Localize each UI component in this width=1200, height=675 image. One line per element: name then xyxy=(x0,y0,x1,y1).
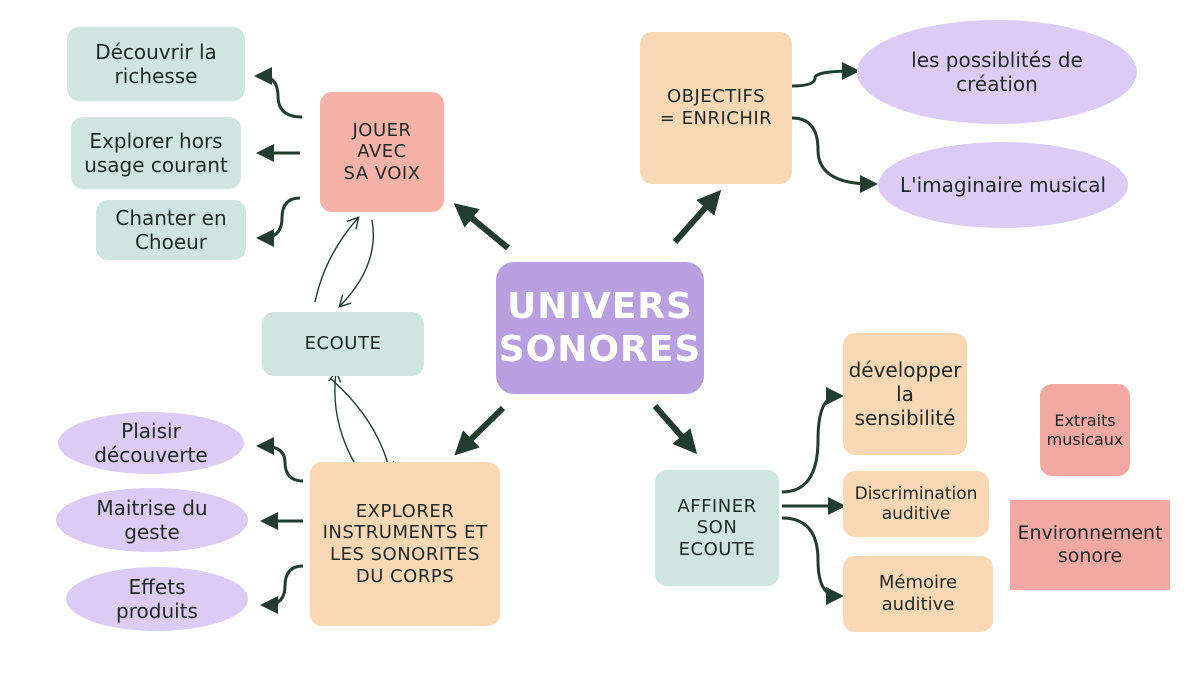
arrow-instruments-to-pleasure xyxy=(256,437,304,483)
arrow-listening-instruments-2 xyxy=(335,372,356,465)
node-extraits-musicaux: Extraits musicaux xyxy=(1040,384,1130,476)
node-ecoute: ECOUTE xyxy=(262,312,424,376)
node-effets-produits: Effets produits xyxy=(66,567,248,631)
central-topic: UNIVERS SONORES xyxy=(496,262,704,394)
arrow-objectives-to-creation xyxy=(791,62,860,88)
node-chanter-en-choeur: Chanter en Choeur xyxy=(96,200,246,260)
arrow-voice-listening-1 xyxy=(340,219,374,306)
arrow-listening-instruments-1 xyxy=(329,377,390,472)
arrow-voice-to-richness xyxy=(254,67,303,119)
node-plaisir-decouverte: Plaisir découverte xyxy=(58,412,244,474)
node-discrimination-auditive: Discrimination auditive xyxy=(843,471,989,537)
arrow-voice-to-choir xyxy=(256,196,301,247)
node-maitrise-du-geste: Maitrise du geste xyxy=(56,488,248,552)
node-possibilites-creation: les possiblités de création xyxy=(857,20,1137,124)
arrow-center-to-objectives xyxy=(672,189,722,244)
node-imaginaire-musical: L'imaginaire musical xyxy=(878,142,1128,228)
arrow-center-to-instruments xyxy=(454,405,506,456)
arrow-refine-to-memory xyxy=(781,516,844,605)
node-affiner-son-ecoute: AFFINER SON ECOUTE xyxy=(655,470,779,586)
node-memoire-auditive: Mémoire auditive xyxy=(843,556,993,632)
arrow-refine-to-sensitivity xyxy=(781,387,844,494)
node-decouvrir-richesse: Découvrir la richesse xyxy=(67,27,245,101)
node-explorer-hors-usage: Explorer hors usage courant xyxy=(71,117,241,189)
node-objectifs: OBJECTIFS = ENRICHIR xyxy=(640,32,792,184)
node-developper-sensibilite: développer la sensibilité xyxy=(843,333,967,455)
arrow-center-to-voice xyxy=(453,203,510,251)
node-environnement-sonore: Environnement sonore xyxy=(1010,500,1170,590)
arrow-instruments-to-effects xyxy=(260,564,304,614)
arrow-objectives-to-imaginary xyxy=(791,116,878,193)
arrow-center-to-refine xyxy=(652,404,698,455)
node-explorer-instruments: EXPLORER INSTRUMENTS ET LES SONORITES DU… xyxy=(310,462,500,626)
node-jouer-avec-sa-voix: JOUER AVEC SA VOIX xyxy=(320,92,444,212)
arrow-voice-listening-2 xyxy=(314,218,358,303)
